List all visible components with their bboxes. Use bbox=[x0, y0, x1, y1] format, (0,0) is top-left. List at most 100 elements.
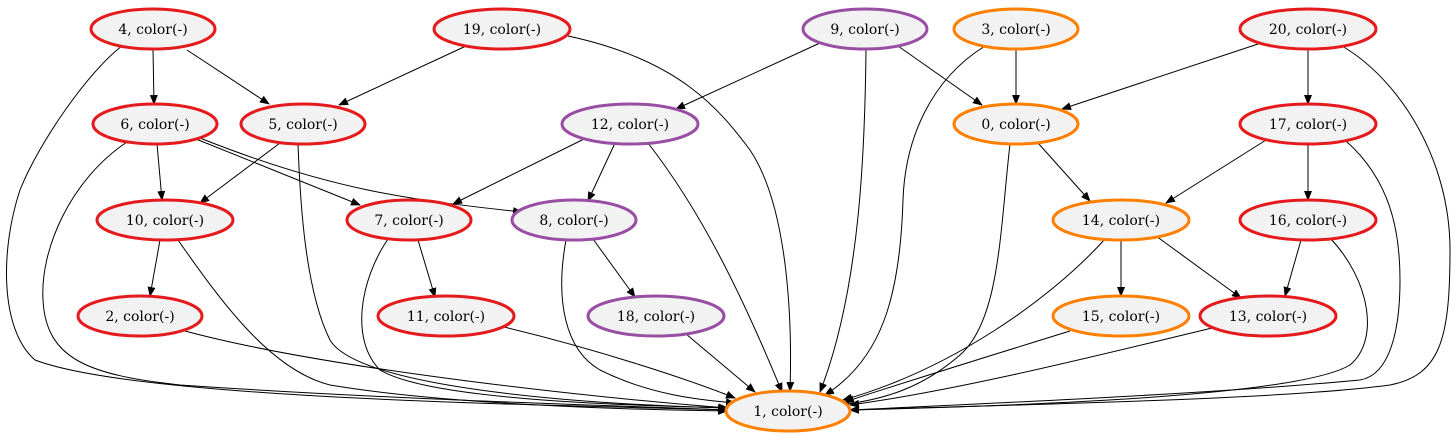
node-5-label: 5, color(-) bbox=[268, 117, 337, 133]
edge-4-to-6 bbox=[149, 48, 158, 105]
node-11-ellipse bbox=[376, 294, 516, 338]
edge-20-to-0 bbox=[1061, 42, 1262, 110]
edge-2-to-1 bbox=[184, 330, 728, 412]
edge-0-to-1 bbox=[839, 143, 1011, 408]
node-4-label: 4, color(-) bbox=[118, 22, 187, 38]
node-6-label: 6, color(-) bbox=[120, 117, 189, 133]
nodes-layer: 4, color(-) 19, color(-) 9, color(-) 3, col… bbox=[76, 7, 1378, 433]
node-8-ellipse bbox=[510, 198, 638, 242]
node-0-ellipse bbox=[952, 102, 1080, 146]
edge-15-to-1 bbox=[844, 330, 1071, 403]
node-8-label: 8, color(-) bbox=[539, 213, 608, 229]
node-12-ellipse bbox=[560, 102, 700, 146]
node-9: 9, color(-) bbox=[801, 7, 929, 51]
edge-13-to-1 bbox=[849, 327, 1213, 408]
edge-9-to-0 bbox=[897, 45, 983, 106]
node-4-ellipse bbox=[89, 7, 217, 51]
edge-12-to-8 bbox=[587, 142, 616, 202]
edge-4-to-5 bbox=[186, 49, 270, 105]
edge-7-to-11 bbox=[417, 239, 437, 298]
edge-17-to-1 bbox=[849, 140, 1401, 414]
edge-6-to-10 bbox=[156, 143, 166, 201]
node-5: 5, color(-) bbox=[239, 102, 367, 146]
node-20: 20, color(-) bbox=[1238, 7, 1378, 51]
edges-layer bbox=[5, 35, 1451, 415]
node-2-label: 2, color(-) bbox=[105, 309, 174, 325]
edge-8-to-1 bbox=[561, 239, 736, 407]
node-7: 7, color(-) bbox=[345, 198, 473, 242]
edge-14-to-1 bbox=[842, 238, 1106, 402]
node-7-ellipse bbox=[345, 198, 473, 242]
edge-20-to-1 bbox=[849, 45, 1451, 414]
node-16-ellipse bbox=[1238, 198, 1378, 242]
node-0-label: 0, color(-) bbox=[981, 117, 1050, 133]
node-12: 12, color(-) bbox=[560, 102, 700, 146]
node-10-ellipse bbox=[95, 198, 235, 242]
edge-6-to-8 bbox=[199, 137, 523, 216]
edge-6-to-7 bbox=[195, 138, 361, 206]
node-1-ellipse bbox=[724, 389, 852, 433]
node-4: 4, color(-) bbox=[89, 7, 217, 51]
edge-0-to-14 bbox=[1037, 142, 1091, 202]
edge-4-to-1 bbox=[5, 45, 729, 414]
node-19: 19, color(-) bbox=[432, 7, 572, 51]
edge-10-to-2 bbox=[147, 239, 161, 297]
node-9-label: 9, color(-) bbox=[830, 22, 899, 38]
edge-16-to-13 bbox=[1283, 239, 1302, 297]
node-10-label: 10, color(-) bbox=[126, 213, 204, 229]
node-14: 14, color(-) bbox=[1051, 198, 1191, 242]
edge-14-to-13 bbox=[1155, 235, 1242, 299]
node-20-label: 20, color(-) bbox=[1269, 22, 1347, 38]
node-17: 17, color(-) bbox=[1238, 102, 1378, 146]
node-13-label: 13, color(-) bbox=[1229, 309, 1307, 325]
node-11-label: 11, color(-) bbox=[407, 309, 485, 325]
edge-8-to-18 bbox=[592, 238, 636, 298]
node-19-ellipse bbox=[432, 7, 572, 51]
node-16-label: 16, color(-) bbox=[1269, 213, 1347, 229]
edge-9-to-1 bbox=[819, 48, 867, 393]
edge-5-to-1 bbox=[297, 143, 729, 412]
edge-19-to-1 bbox=[567, 35, 795, 392]
node-18: 18, color(-) bbox=[586, 294, 726, 338]
node-3-label: 3, color(-) bbox=[981, 22, 1050, 38]
node-17-ellipse bbox=[1238, 102, 1378, 146]
edge-6-to-1 bbox=[42, 141, 728, 414]
node-13-ellipse bbox=[1198, 294, 1338, 338]
node-2-ellipse bbox=[76, 294, 204, 338]
node-17-label: 17, color(-) bbox=[1269, 117, 1347, 133]
node-8: 8, color(-) bbox=[510, 198, 638, 242]
edge-3-to-1 bbox=[824, 45, 986, 396]
node-16: 16, color(-) bbox=[1238, 198, 1378, 242]
node-6-ellipse bbox=[91, 102, 219, 146]
node-19-label: 19, color(-) bbox=[463, 22, 541, 38]
edge-12-to-1 bbox=[647, 142, 783, 393]
node-0: 0, color(-) bbox=[952, 102, 1080, 146]
edge-18-to-1 bbox=[685, 333, 756, 393]
node-15: 15, color(-) bbox=[1051, 294, 1191, 338]
node-3: 3, color(-) bbox=[952, 7, 1080, 51]
node-11: 11, color(-) bbox=[376, 294, 516, 338]
node-5-ellipse bbox=[239, 102, 367, 146]
edge-10-to-1 bbox=[177, 239, 728, 415]
node-12-label: 12, color(-) bbox=[591, 117, 669, 133]
node-6: 6, color(-) bbox=[91, 102, 219, 146]
edge-19-to-5 bbox=[338, 45, 467, 106]
node-15-ellipse bbox=[1051, 294, 1191, 338]
edge-12-to-7 bbox=[452, 138, 585, 205]
node-15-label: 15, color(-) bbox=[1082, 309, 1160, 325]
node-14-ellipse bbox=[1051, 198, 1191, 242]
edge-17-to-14 bbox=[1165, 139, 1267, 204]
node-14-label: 14, color(-) bbox=[1082, 213, 1160, 229]
edge-11-to-1 bbox=[503, 326, 736, 399]
node-13: 13, color(-) bbox=[1198, 294, 1338, 338]
edge-9-to-12 bbox=[675, 42, 821, 110]
edge-16-to-1 bbox=[849, 237, 1368, 414]
node-2: 2, color(-) bbox=[76, 294, 204, 338]
edge-5-to-10 bbox=[199, 142, 281, 204]
node-3-ellipse bbox=[952, 7, 1080, 51]
node-10: 10, color(-) bbox=[95, 198, 235, 242]
node-1: 1, color(-) bbox=[724, 389, 852, 433]
node-20-ellipse bbox=[1238, 7, 1378, 51]
edge-7-to-1 bbox=[361, 238, 729, 412]
